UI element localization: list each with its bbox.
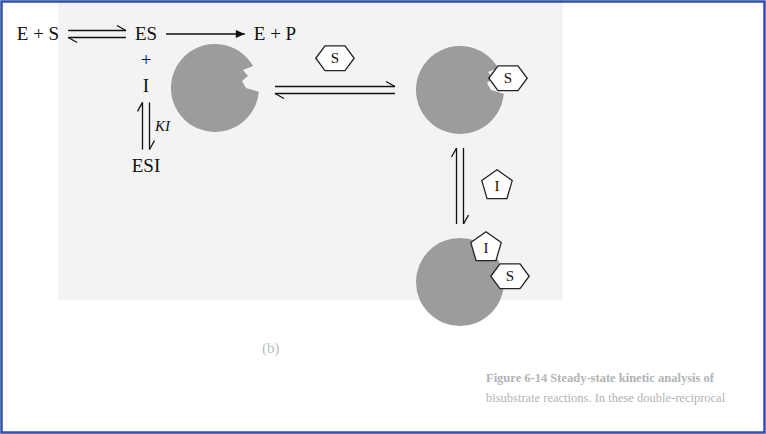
connector-stroke — [166, 33, 245, 34]
connector-stroke — [68, 37, 126, 38]
node-text: I — [143, 76, 149, 97]
complex-species: ESI — [129, 154, 164, 179]
bleed-through-panel-letter: (b) — [262, 340, 280, 357]
bleed-through-caption: bisubstrate reactions. In these double-r… — [486, 392, 725, 406]
reactant-species: E + S — [14, 22, 62, 47]
bleed-through-caption: Figure 6-14 Steady-state kinetic analysi… — [486, 372, 714, 386]
plus-sign: + — [141, 50, 152, 71]
node-text: S — [506, 268, 514, 285]
equilibrium-constant: KI — [155, 118, 170, 135]
enzyme-free — [171, 44, 259, 132]
substrate-hexagon: S — [488, 65, 528, 92]
node-text: ESI — [132, 156, 161, 177]
node-text: ES — [135, 24, 157, 45]
enzyme-substrate — [416, 46, 504, 134]
connector-stroke — [117, 25, 126, 30]
node-text: E + P — [254, 24, 296, 45]
complex-species: ES — [132, 22, 160, 47]
scan-shading — [58, 0, 563, 300]
node-text: S — [504, 70, 512, 87]
equilibrium-arrow — [137, 102, 154, 149]
node-text: I — [495, 178, 500, 195]
shape-outline — [471, 232, 501, 261]
node-text: E + S — [17, 24, 59, 45]
connector-stroke — [149, 141, 154, 150]
substrate-hexagon: S — [490, 263, 530, 290]
connector-stroke — [142, 102, 143, 149]
arrow-head — [236, 30, 245, 38]
equilibrium-arrow — [275, 82, 395, 99]
connector-stroke — [149, 102, 150, 149]
equilibrium-arrow — [452, 148, 469, 224]
shape-outline — [489, 66, 527, 91]
connector-stroke — [68, 30, 126, 31]
node-text: S — [331, 50, 339, 67]
inhibitor-pentagon: I — [481, 169, 513, 200]
product-species: E + P — [251, 22, 299, 47]
shape-outline — [316, 46, 354, 71]
node-text: I — [484, 240, 489, 257]
substrate-hexagon: S — [315, 45, 355, 72]
inhibitor-species: I — [140, 74, 152, 99]
connector-stroke — [68, 37, 77, 42]
equilibrium-arrow — [68, 25, 126, 42]
shape-outline — [491, 264, 529, 289]
reaction-arrow — [166, 30, 245, 38]
inhibitor-pentagon: I — [470, 231, 502, 262]
shape-outline — [482, 170, 512, 199]
connector-stroke — [137, 102, 142, 111]
